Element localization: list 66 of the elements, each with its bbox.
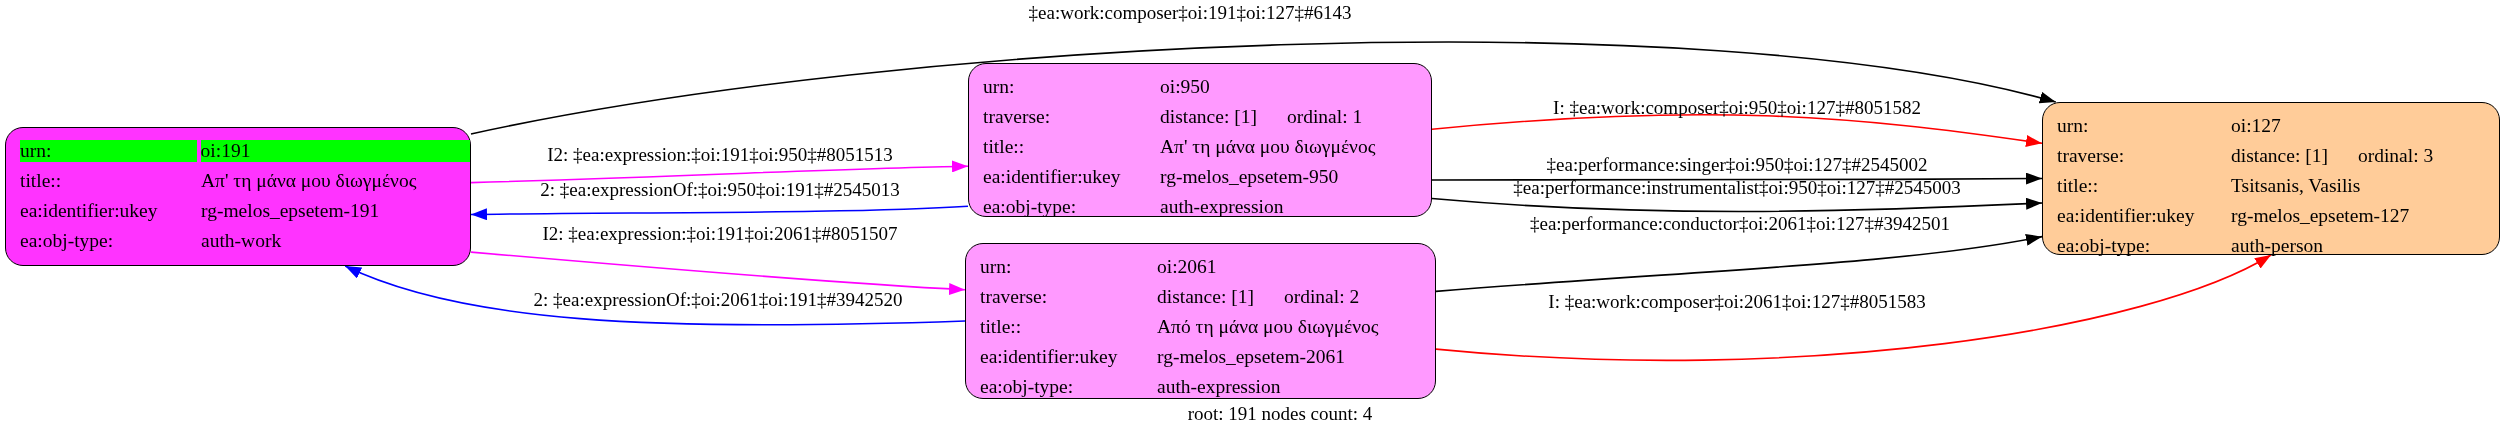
arrow: [1435, 233, 2043, 293]
field-value: oi:950: [1160, 76, 1210, 98]
field-label: ea:obj-type:: [20, 230, 115, 252]
field-label: title::: [983, 136, 1026, 158]
edge-label: ‡ea:performance:singer‡oi:950‡oi:127‡#2545002: [1546, 155, 1928, 175]
caption: root: 191 nodes count: 4: [1187, 404, 1373, 424]
edge-label: ‡ea:performance:instrumentalist‡oi:950‡oi:127‡#2545003: [1513, 178, 1961, 198]
field-value: rg-melos_epsetem-950: [1160, 166, 1339, 188]
arrow: [1431, 113, 2043, 147]
record-node: [968, 63, 1432, 217]
field-label: urn:: [983, 76, 1016, 98]
field-value: distance: [1]: [2231, 145, 2328, 167]
field-value: Απ' τη μάνα μου διωγμένος: [1160, 136, 1376, 158]
field-value: oi:127: [2231, 115, 2281, 137]
field-label: traverse:: [983, 106, 1052, 128]
field-value: rg-melos_epsetem-127: [2231, 205, 2410, 227]
field-value: ordinal: 3: [2357, 145, 2434, 167]
field-value: distance: [1]: [1157, 286, 1254, 308]
field-label: ea:identifier:ukey: [980, 346, 1119, 368]
field-label: urn:: [2057, 115, 2090, 137]
record-node: [5, 127, 471, 266]
field-label: ea:identifier:ukey: [2057, 205, 2196, 227]
edge-label: 2: ‡ea:expressionOf:‡oi:950‡oi:191‡#2545013: [540, 180, 900, 200]
arrow: [1431, 172, 2043, 185]
field-value: oi:2061: [1157, 256, 1217, 278]
edge-label: ‡ea:performance:conductor‡oi:2061‡oi:127‡#3942501: [1530, 214, 1950, 234]
arrow: [1435, 254, 2272, 361]
edge-label: 2: ‡ea:expressionOf:‡oi:2061‡oi:191‡#3942520: [533, 290, 903, 310]
arrow: [470, 41, 2057, 135]
field-value: ordinal: 1: [1286, 106, 1363, 128]
field-value: auth-person: [2231, 235, 2324, 257]
record-node: [965, 243, 1436, 399]
field-value: distance: [1]: [1160, 106, 1257, 128]
field-label: traverse:: [980, 286, 1049, 308]
field-value: rg-melos_epsetem-2061: [1157, 346, 1346, 368]
field-label: urn:: [20, 140, 197, 162]
field-label: ea:identifier:ukey: [983, 166, 1122, 188]
field-value: auth-expression: [1157, 376, 1281, 398]
field-value: auth-work: [201, 230, 282, 252]
field-label: title::: [20, 170, 63, 192]
edge-label: I2: ‡ea:expression:‡oi:191‡oi:2061‡#8051507: [542, 224, 898, 244]
field-label: title::: [2057, 175, 2100, 197]
field-label: urn:: [980, 256, 1013, 278]
edge-label: I: ‡ea:work:composer‡oi:950‡oi:127‡#8051582: [1553, 98, 1921, 118]
field-value: auth-expression: [1160, 196, 1284, 218]
edge-label: I: ‡ea:work:composer‡oi:2061‡oi:127‡#8051583: [1548, 292, 1926, 312]
field-value: oi:191: [200, 140, 470, 162]
arrow: [470, 205, 969, 221]
arrow: [344, 265, 966, 326]
arrow: [470, 160, 969, 184]
field-label: ea:obj-type:: [980, 376, 1075, 398]
field-value: rg-melos_epsetem-191: [201, 200, 380, 222]
field-label: traverse:: [2057, 145, 2126, 167]
field-label: ea:identifier:ukey: [20, 200, 159, 222]
field-label: title::: [980, 316, 1023, 338]
record-node: [2042, 102, 2500, 255]
edge-label: ‡ea:work:composer‡oi:191‡oi:127‡#6143: [1028, 3, 1352, 23]
field-value: ordinal: 2: [1283, 286, 1360, 308]
field-label: ea:obj-type:: [983, 196, 1078, 218]
arrow: [470, 251, 966, 295]
field-value: Από τη μάνα μου διωγμένος: [1157, 316, 1379, 338]
edge-label: I2: ‡ea:expression:‡oi:191‡oi:950‡#8051513: [547, 145, 893, 165]
field-label: ea:obj-type:: [2057, 235, 2152, 257]
field-value: Απ' τη μάνα μου διωγμένος: [201, 170, 417, 192]
arrow: [1431, 197, 2043, 213]
field-value: Tsitsanis, Vasilis: [2231, 175, 2361, 197]
